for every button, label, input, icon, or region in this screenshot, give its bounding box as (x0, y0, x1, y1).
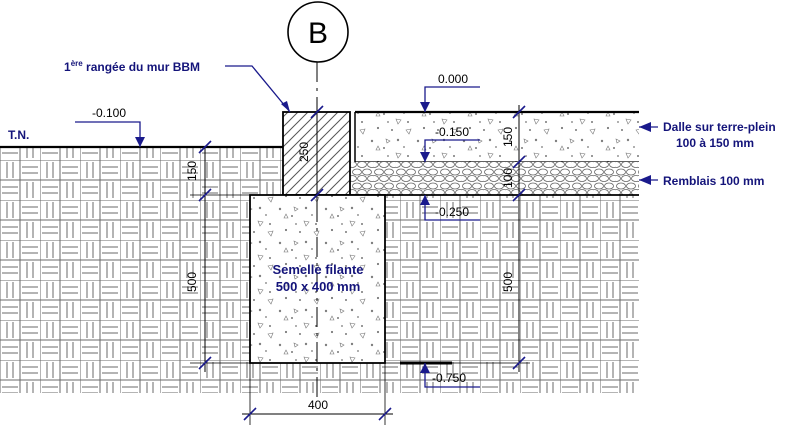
wall-course-label: 1ère rangée du mur BBM (64, 59, 200, 74)
svg-text:-0.750: -0.750 (432, 371, 466, 385)
footing-label-line1: Semelle filante (272, 262, 363, 277)
level-marker-footing-bottom: -0.750 (400, 361, 480, 388)
grid-bubble (287, 1, 349, 63)
svg-text:-0.250: -0.250 (435, 205, 469, 219)
footing-width-dimension: 400 (242, 363, 393, 425)
level-marker-tn: -0.100 (75, 106, 145, 147)
tn-label: T.N. (8, 128, 29, 142)
right-dimension-chain: 150 100 500 (385, 105, 530, 372)
grid-label: B (308, 17, 328, 50)
slab-label-line1: Dalle sur terre-plein (663, 120, 776, 134)
wall-height-label: 250 (297, 142, 311, 162)
slab-label-line2: 100 à 150 mm (676, 136, 754, 150)
svg-text:-0.150: -0.150 (435, 125, 469, 139)
svg-text:-0.100: -0.100 (92, 106, 126, 120)
left-dimension-chain: 150 500 (185, 140, 283, 372)
svg-text:0.000: 0.000 (438, 72, 468, 86)
grid-axis-b: B (287, 1, 349, 400)
level-marker-slab-bottom: -0.150 (420, 125, 480, 162)
footing-width-label: 400 (308, 398, 328, 412)
right-backfill-dim-label: 100 (501, 168, 515, 188)
backfill-label: Remblais 100 mm (663, 174, 764, 188)
wall-height-dimension: 250 (297, 105, 324, 205)
level-marker-backfill-bottom: -0.250 (420, 195, 480, 221)
right-slab-dim-label: 150 (501, 127, 515, 147)
right-footing-dim-label: 500 (501, 272, 515, 292)
left-upper-dim-label: 150 (185, 161, 199, 181)
footing-label-line2: 500 x 400 mm (276, 279, 361, 294)
level-marker-slab-top: 0.000 (420, 72, 480, 112)
left-footing-dim-label: 500 (185, 272, 199, 292)
